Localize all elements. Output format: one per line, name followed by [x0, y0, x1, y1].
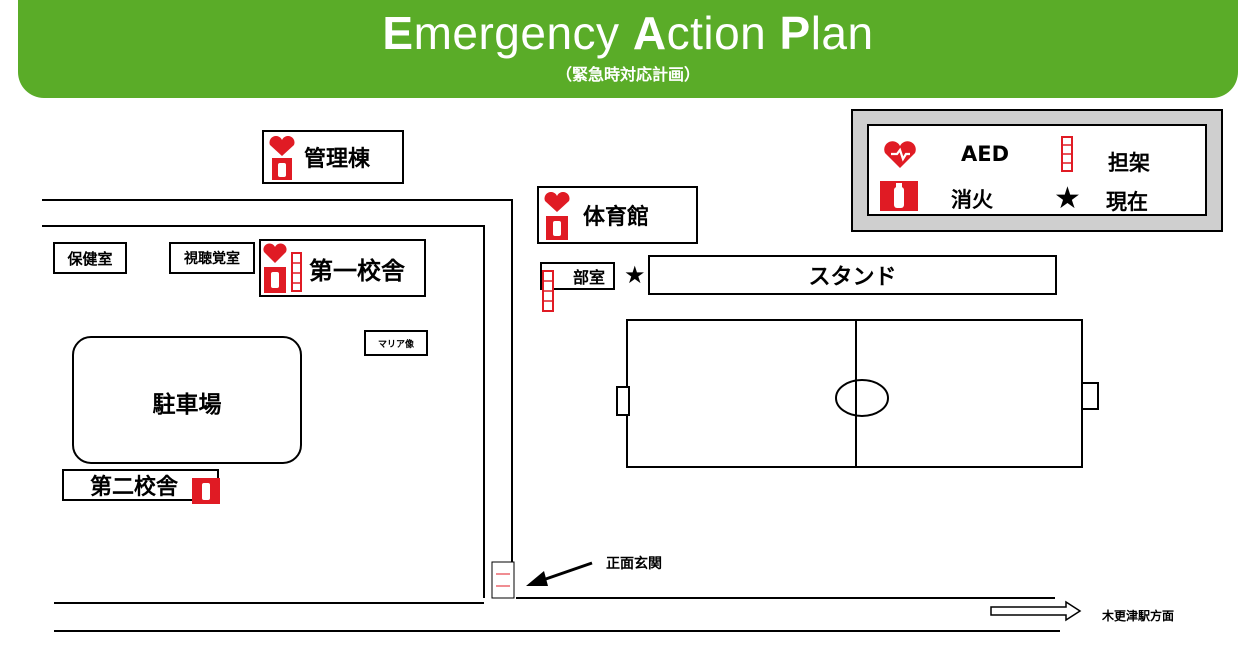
gym-building-label: 体育館 — [583, 205, 650, 230]
building-2: 第二校舎 — [62, 469, 219, 501]
title-part-action: ction — [666, 7, 780, 59]
station-direction-label: 木更津駅方面 — [1102, 609, 1175, 623]
title-part-emergency: mergency — [413, 7, 633, 59]
maria-statue: マリア像 — [364, 330, 428, 356]
health-room-label: 保健室 — [67, 249, 113, 268]
title-banner: Emergency Action Plan （緊急時対応計画） — [18, 0, 1238, 98]
legend-aed-label: AED — [961, 142, 1010, 166]
legend-extinguisher-label: 消火 — [951, 188, 993, 212]
fire-extinguisher-icon — [880, 181, 918, 211]
admin-aed-extinguisher-icon — [269, 136, 295, 180]
page-title: Emergency Action Plan — [18, 6, 1238, 60]
building-1-label: 第一校舎 — [309, 256, 405, 285]
star-icon: ★ — [1054, 181, 1081, 216]
station-arrow — [990, 600, 1082, 622]
av-room: 視聴覚室 — [169, 242, 255, 274]
title-cap-e: E — [382, 7, 414, 59]
title-cap-p: P — [779, 7, 811, 59]
stand-label: スタンド — [808, 265, 897, 290]
title-cap-a: A — [632, 7, 667, 59]
av-room-label: 視聴覚室 — [184, 251, 240, 267]
legend-inner — [867, 124, 1207, 216]
club-room-stretcher-icon — [542, 270, 554, 312]
current-location-star-icon: ★ — [624, 261, 646, 289]
building-2-label: 第二校舎 — [90, 475, 179, 500]
road-lines — [42, 199, 1060, 632]
parking-lot — [72, 336, 302, 464]
stretcher-icon — [1061, 136, 1073, 172]
gym-aed-extinguisher-icon — [544, 192, 570, 240]
legend-panel — [851, 109, 1223, 232]
parking-label: 駐車場 — [152, 392, 222, 418]
sports-field — [616, 319, 1099, 468]
maria-statue-label: マリア像 — [377, 339, 414, 350]
health-room: 保健室 — [53, 242, 127, 274]
main-entrance-label: 正面玄関 — [606, 556, 662, 572]
legend-stretcher-label: 担架 — [1108, 151, 1150, 175]
stand: スタンド — [648, 255, 1057, 295]
legend-current-label: 現在 — [1106, 190, 1148, 214]
building-1: 第一校舎 — [259, 239, 426, 297]
building-1-aed-extinguisher-stretcher-icon — [263, 243, 302, 293]
aed-icon — [884, 141, 916, 168]
page-subtitle: （緊急時対応計画） — [555, 65, 700, 84]
admin-building-label: 管理棟 — [304, 147, 371, 172]
title-part-plan: lan — [810, 7, 874, 59]
building-2-extinguisher-icon — [192, 478, 220, 504]
entrance-arrow — [526, 561, 593, 586]
gate-icon — [491, 561, 515, 599]
club-room-label: 部室 — [572, 268, 605, 287]
